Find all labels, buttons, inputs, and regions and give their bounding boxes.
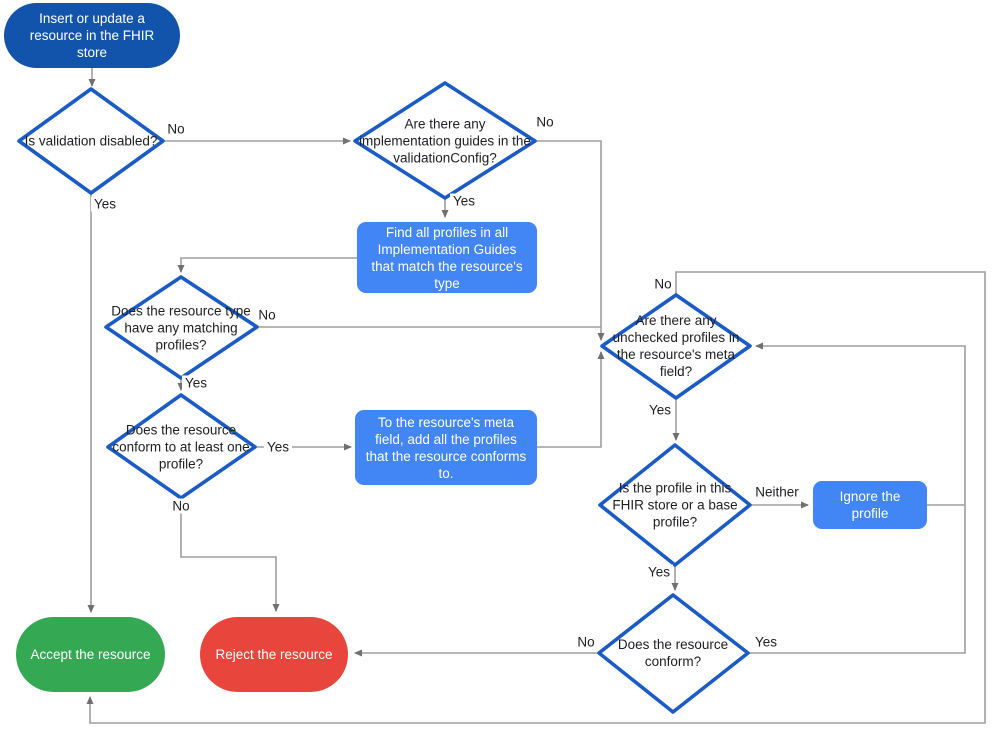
decision-resource-conforms-label: Does the resource conform?	[617, 637, 729, 669]
edge-meta-to-unchecked	[537, 351, 605, 448]
edge-label-unchecked-yes: Yes	[645, 402, 675, 418]
edge-guides-no-to-unchecked	[535, 140, 605, 341]
edge-find-to-matching	[177, 257, 357, 273]
reject-node-label: Reject the resource	[215, 647, 333, 662]
decision-validation-disabled-label: Is validation disabled?	[24, 133, 158, 149]
edge-label-conforms2-yes: Yes	[751, 634, 781, 650]
process-add-profiles: To the resource's meta field, add all th…	[355, 410, 537, 485]
start-node: Insert or update a resource in the FHIR …	[4, 3, 180, 68]
decision-matching-profiles-shape	[104, 275, 259, 380]
edge-label-conforms-one-no: No	[169, 498, 193, 514]
accept-node-label: Accept the resource	[30, 647, 151, 662]
accept-node: Accept the resource	[16, 617, 165, 692]
decision-matching-profiles-label: Does the resource type have any matching…	[111, 303, 251, 353]
decision-profile-in-store-label: Is the profile in this FHIR store or a b…	[612, 480, 738, 530]
edge-label-conforms2-no: No	[574, 634, 598, 650]
process-add-profiles-label: To the resource's meta field, add all th…	[365, 414, 527, 481]
edge-label-conforms-one-yes: Yes	[263, 439, 293, 455]
edge-label-profile-yes: Yes	[644, 564, 674, 580]
process-find-profiles: Find all profiles in all Implementation …	[357, 222, 537, 293]
edge-unchecked-no-to-accept	[86, 271, 986, 724]
decision-unchecked-profiles-shape	[600, 293, 752, 400]
start-node-label: Insert or update a resource in the FHIR …	[29, 11, 155, 60]
decision-validation-disabled-shape	[17, 87, 165, 195]
decision-implementation-guides-shape	[353, 81, 537, 200]
decision-profile-in-store-shape	[598, 443, 752, 567]
process-find-profiles-label: Find all profiles in all Implementation …	[371, 224, 523, 291]
decision-implementation-guides-label: Are there any implementation guides in t…	[359, 116, 531, 166]
edge-label-profile-neither: Neither	[752, 484, 802, 500]
process-ignore-profile: Ignore the profile	[813, 481, 927, 529]
edge-label-matching-no: No	[255, 307, 279, 323]
edge-label-guides-no: No	[533, 114, 557, 130]
edge-label-unchecked-no: No	[651, 276, 675, 292]
edge-label-guides-yes: Yes	[449, 193, 479, 209]
process-ignore-profile-label: Ignore the profile	[839, 489, 901, 521]
edge-label-matching-yes: Yes	[181, 375, 211, 391]
reject-node: Reject the resource	[200, 617, 348, 692]
edge-label-validation-yes: Yes	[90, 196, 120, 212]
edge-conforms2-yes-loop	[748, 342, 966, 654]
edge-label-validation-no: No	[164, 121, 188, 137]
decision-conforms-one-shape	[106, 393, 257, 500]
decision-conforms-one-label: Does the resource conform to at least on…	[112, 422, 250, 472]
decision-resource-conforms-shape	[597, 593, 750, 714]
decision-unchecked-profiles-label: Are there any unchecked profiles in the …	[612, 313, 740, 379]
edge-conforms-one-no-to-reject	[180, 498, 280, 612]
